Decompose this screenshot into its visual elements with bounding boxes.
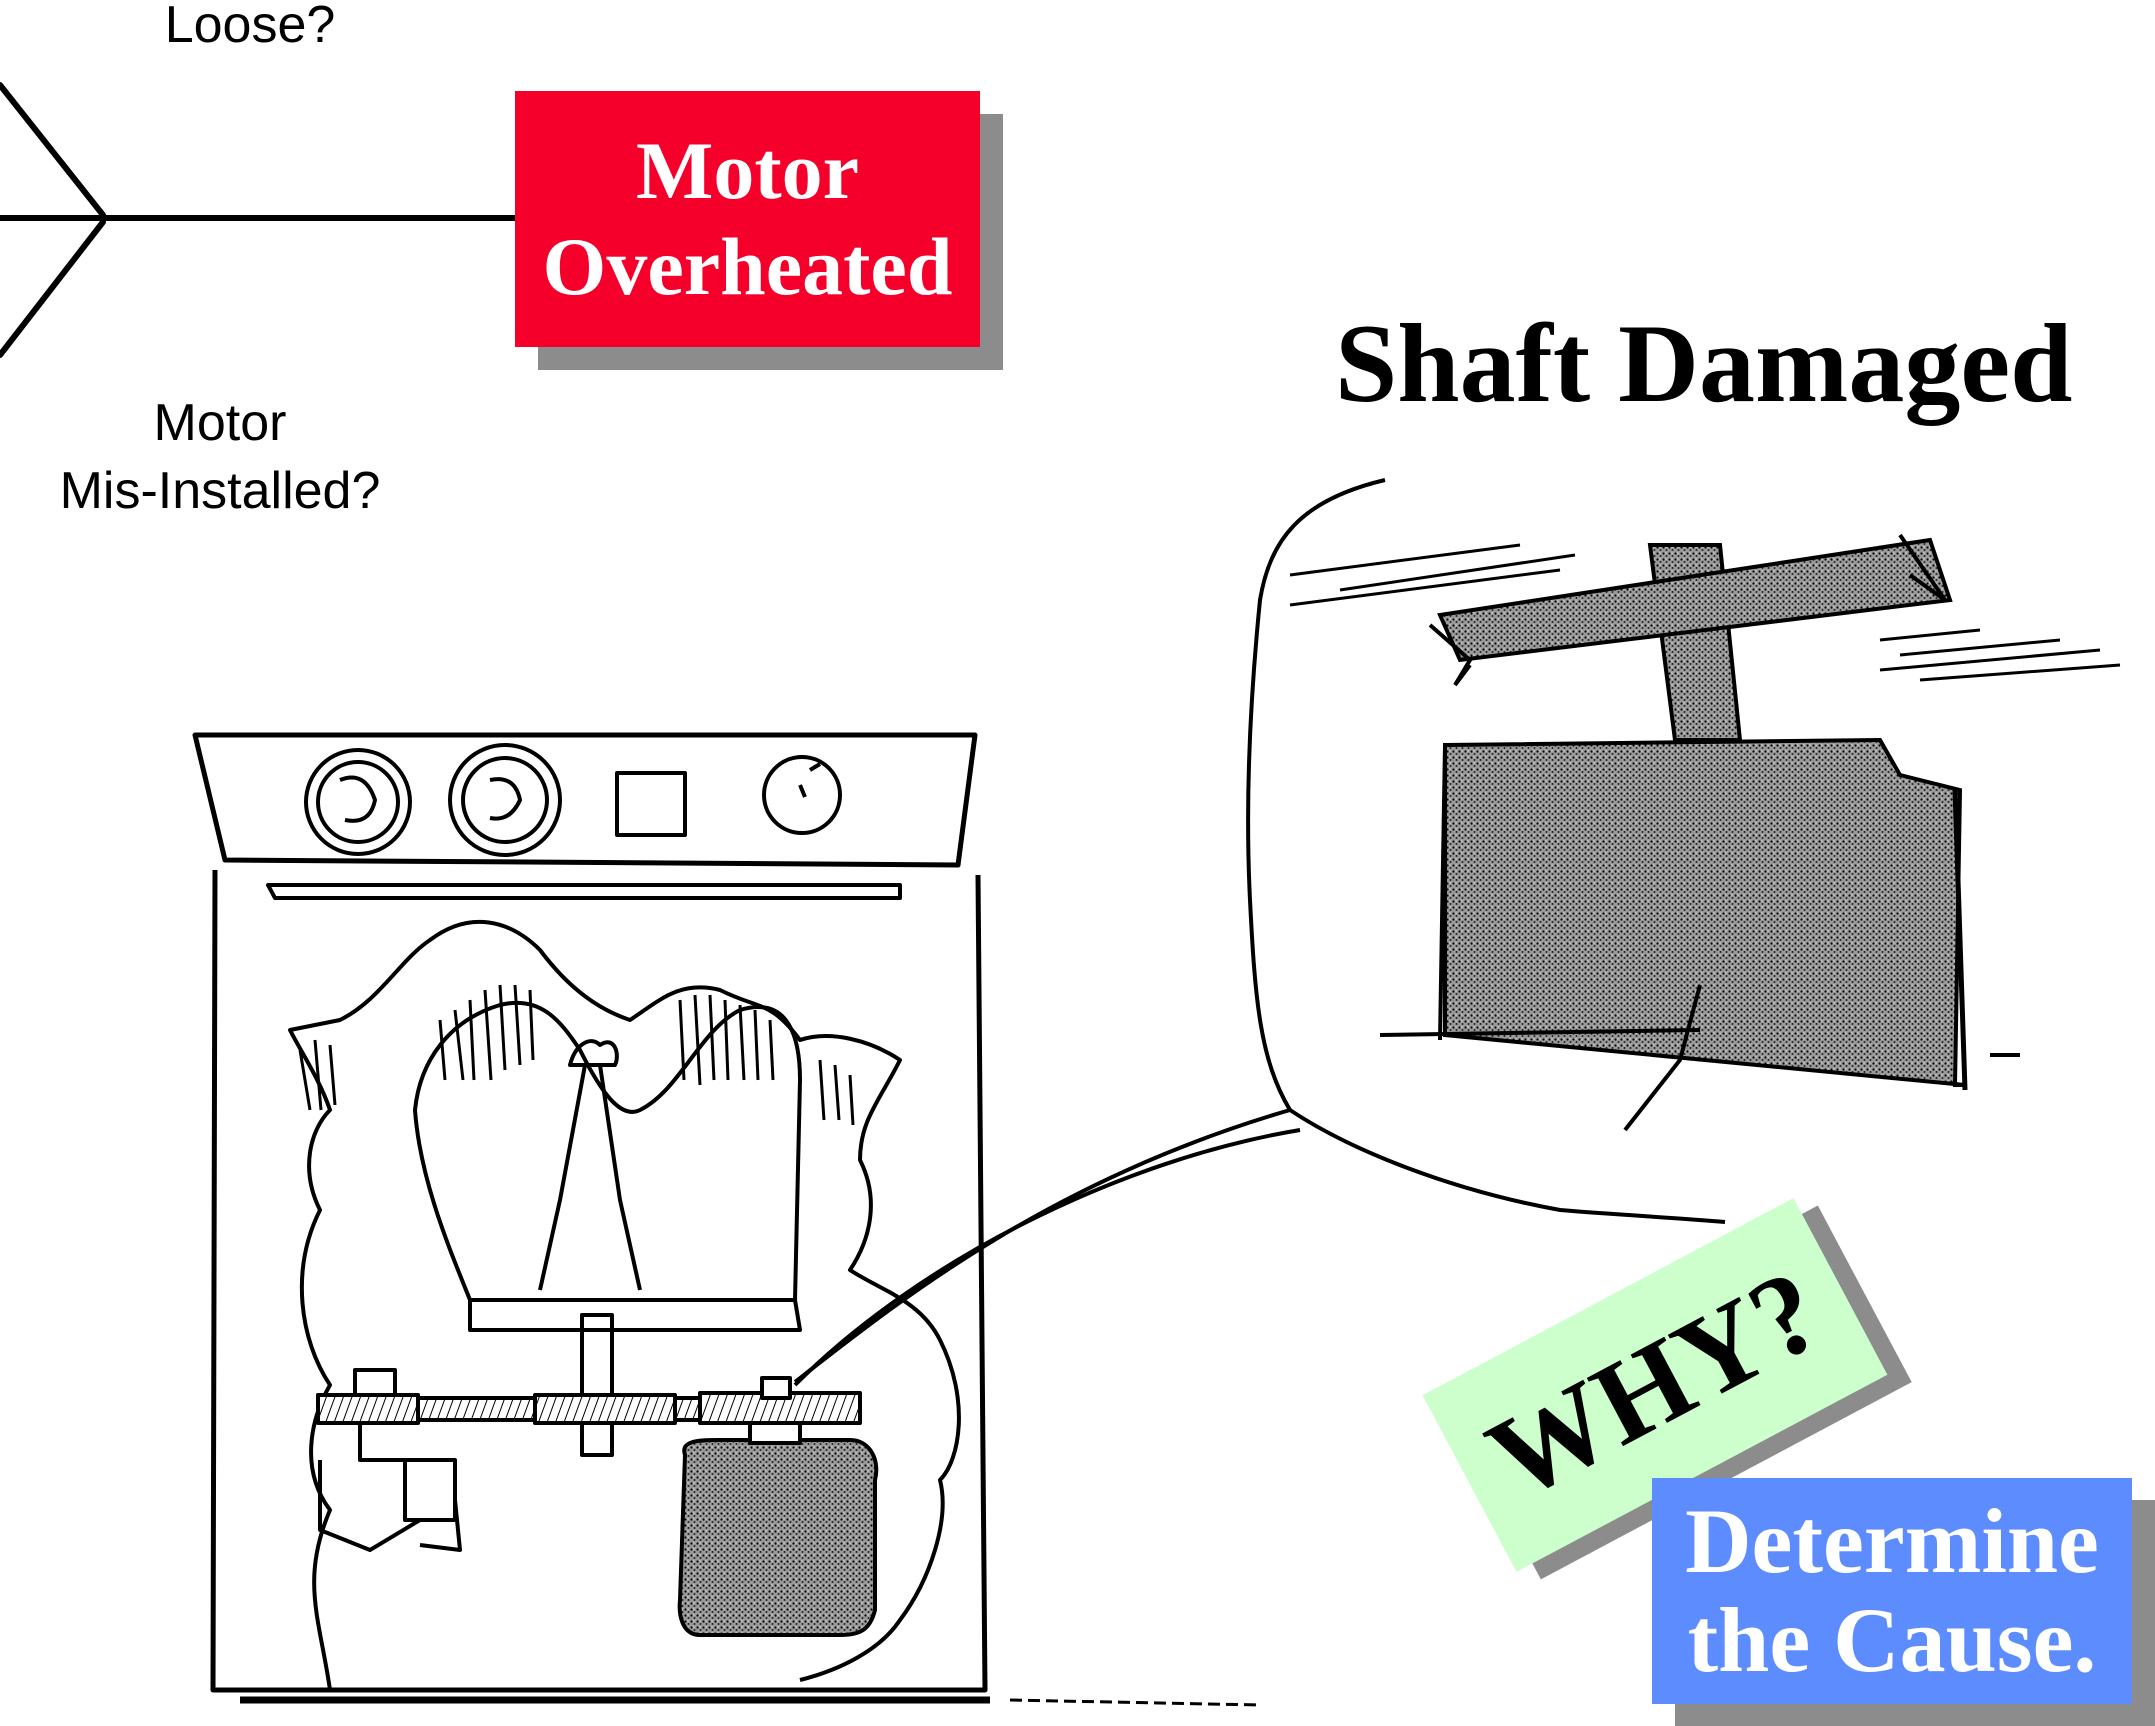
effect-box-motor-overheated: Motor Overheated (515, 91, 980, 347)
fishbone-upper-bone (0, 82, 106, 218)
headline-shaft-damaged: Shaft Damaged (1335, 302, 2073, 426)
washing-machine-drawing (192, 732, 1261, 1707)
cause-label-motor-misinstalled: Motor Mis-Installed? (20, 390, 420, 525)
action-line-2: the Cause. (1687, 1589, 2097, 1691)
action-box-determine-cause: Determine the Cause. (1652, 1478, 2132, 1704)
damaged-shaft-drawing (1289, 533, 2121, 1132)
cause-label-loose: Loose? (164, 0, 336, 54)
effect-line-2: Overheated (542, 221, 953, 312)
cause-label-line-2: Mis-Installed? (59, 461, 381, 520)
fishbone-lines (0, 82, 518, 358)
cause-label-line-1: Motor (153, 394, 287, 452)
fishbone-lower-bone (0, 219, 106, 358)
action-line-1: Determine (1685, 1489, 2099, 1592)
magnify-callout (793, 478, 1726, 1387)
effect-line-1: Motor (635, 125, 860, 217)
